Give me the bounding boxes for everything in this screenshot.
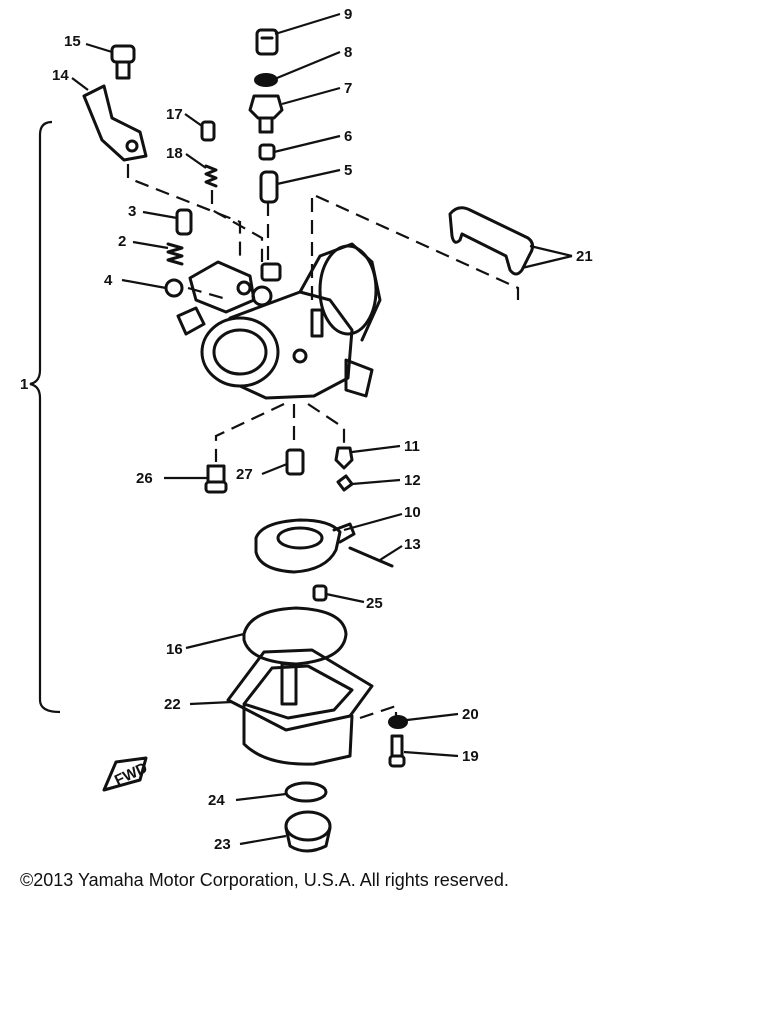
- part-20-washer: [388, 715, 408, 729]
- part-24-o-ring: [284, 781, 328, 803]
- callout-11: 11: [404, 438, 420, 455]
- callout-16: 16: [166, 641, 183, 658]
- callout-13: 13: [404, 536, 421, 553]
- leader-6: [273, 134, 341, 154]
- callout-15: 15: [64, 33, 81, 50]
- part-14-bracket: [82, 84, 148, 162]
- copyright-notice: ©2013 Yamaha Motor Corporation, U.S.A. A…: [20, 870, 509, 890]
- part-19-screw: [388, 734, 406, 768]
- callout-6: 6: [344, 128, 352, 145]
- part-18-spring: [204, 164, 218, 188]
- leader-24: [235, 792, 287, 802]
- leader-3: [142, 210, 178, 220]
- leader-22: [189, 700, 233, 706]
- leader-25: [325, 592, 365, 604]
- dashline-bottom-11: [307, 403, 346, 444]
- callout-14: 14: [52, 67, 69, 84]
- callout-22: 22: [164, 696, 181, 713]
- dashline-19-20: [359, 704, 398, 720]
- part-25-screw: [312, 584, 328, 602]
- part-17-screw: [200, 120, 216, 142]
- part-2-spring: [166, 242, 184, 266]
- part-26-screw: [204, 464, 228, 494]
- part-13-pin: [348, 546, 394, 568]
- leader-23: [239, 834, 287, 846]
- dashline-14-body: [126, 164, 242, 260]
- leader-5: [276, 168, 341, 186]
- callout-12: 12: [404, 472, 421, 489]
- callout-21: 21: [576, 248, 593, 265]
- leader-2: [132, 240, 169, 250]
- callout-7: 7: [344, 80, 352, 97]
- dashline-4-body: [187, 286, 231, 302]
- callout-25: 25: [366, 595, 383, 612]
- leader-11: [351, 444, 401, 454]
- callout-2: 2: [118, 233, 126, 250]
- part-5-jet: [259, 170, 279, 204]
- leader-27: [261, 462, 288, 476]
- callout-5: 5: [344, 162, 352, 179]
- callout-3: 3: [128, 203, 136, 220]
- part-8-washer: [254, 73, 278, 87]
- part-3-screw: [175, 208, 193, 236]
- dashline-18-body: [210, 190, 264, 262]
- leader-14: [71, 77, 89, 91]
- dashline-21-plate: [315, 194, 520, 302]
- leader-18: [185, 153, 207, 169]
- callout-17: 17: [166, 106, 183, 123]
- callout-19: 19: [462, 748, 479, 765]
- part-22-float-bowl: [226, 648, 374, 766]
- leader-13: [379, 545, 403, 561]
- fwd-arrow-label: FWD: [112, 759, 150, 789]
- leader-17: [184, 113, 203, 127]
- carburetor-exploded-diagram: FWD 9 8 7 6 5 15 14 17 18 3 2 4 1 21 11 …: [20, 6, 593, 853]
- callout-24: 24: [208, 792, 225, 809]
- part-9-screw: [255, 28, 279, 56]
- part-6-nut: [258, 143, 276, 161]
- leader-7: [281, 86, 341, 106]
- carburetor-body: [176, 242, 382, 400]
- callout-20: 20: [462, 706, 479, 723]
- leader-8: [276, 50, 341, 80]
- leader-21a: [529, 244, 573, 258]
- callout-4: 4: [104, 272, 113, 289]
- leader-12: [351, 478, 401, 486]
- leader-16: [185, 632, 245, 650]
- part-10-float: [254, 518, 356, 574]
- callout-8: 8: [344, 44, 352, 61]
- leader-20: [406, 712, 459, 722]
- callout-26: 26: [136, 470, 153, 487]
- leader-19: [403, 750, 459, 758]
- leader-15: [85, 42, 113, 54]
- leader-10: [343, 512, 403, 532]
- part-12-clip: [336, 474, 354, 492]
- leader-4: [121, 278, 167, 290]
- part-27-jet: [285, 448, 305, 476]
- leader-21b: [521, 254, 573, 270]
- callout-27: 27: [236, 466, 253, 483]
- dashline-bottom-26: [214, 403, 285, 462]
- callout-18: 18: [166, 145, 183, 162]
- callout-23: 23: [214, 836, 231, 853]
- part-21-cover: [448, 206, 535, 276]
- part-16-gasket: [242, 606, 348, 666]
- part-7-fitting: [248, 94, 284, 134]
- callout-10: 10: [404, 504, 421, 521]
- part-15-bolt: [110, 44, 136, 80]
- part-23-drain-plug: [284, 810, 332, 853]
- part-11-needle: [334, 446, 354, 470]
- part-4-screw-head: [164, 278, 184, 298]
- assembly-bracket: [29, 120, 61, 714]
- callout-9: 9: [344, 6, 352, 23]
- callout-1: 1: [20, 376, 28, 393]
- fwd-arrow-icon: FWD: [102, 756, 150, 792]
- leader-9: [274, 12, 341, 36]
